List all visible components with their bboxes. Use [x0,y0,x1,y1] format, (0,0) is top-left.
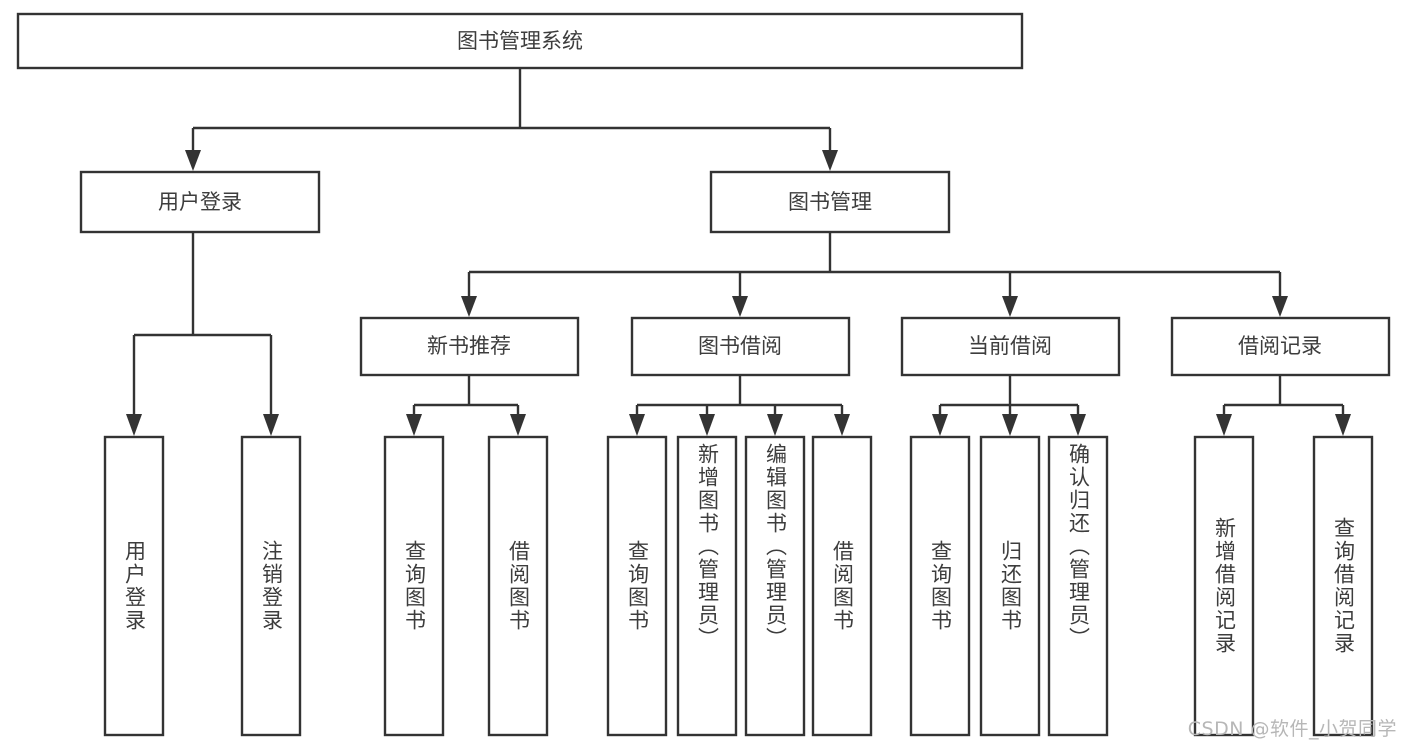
node-leaf-query-book-1-box[interactable] [383,435,445,737]
arrow-head-icon [1335,414,1351,436]
node-book-borrow[interactable]: 图书借阅 [630,316,851,377]
node-leaf-borrow-book-2-box[interactable] [811,435,873,737]
connector-group-root [185,68,838,171]
node-leaf-query-book-2-box[interactable] [606,435,668,737]
arrow-head-icon [699,414,715,436]
arrow-head-icon [834,414,850,436]
arrow-head-icon [932,414,948,436]
arrow-head-icon [510,414,526,436]
connector-group-book-manage [461,232,1288,317]
node-book-manage-label: 图书管理 [788,190,872,214]
arrow-head-icon [1272,296,1288,317]
node-new-book-recommend[interactable]: 新书推荐 [359,316,580,377]
node-root[interactable]: 图书管理系统 [16,12,1024,70]
arrow-head-icon [185,150,201,171]
node-book-manage[interactable]: 图书管理 [709,170,951,234]
arrow-head-icon [126,414,142,436]
node-root-box[interactable] [16,12,1024,70]
node-leaf-confirm-return-admin-box[interactable] [1047,435,1109,737]
node-borrow-record-label: 借阅记录 [1238,334,1322,358]
node-book-borrow-label: 图书借阅 [698,334,782,358]
arrow-head-icon [767,414,783,436]
node-leaf-query-book-3-box[interactable] [909,435,971,737]
node-new-book-recommend-label: 新书推荐 [427,334,511,358]
arrow-head-icon [1216,414,1232,436]
arrow-head-icon [1002,296,1018,317]
node-leaf-return-book-box[interactable] [979,435,1041,737]
watermark: CSDN @软件_小贺同学 [1187,718,1397,740]
arrow-head-icon [822,150,838,171]
connector-group-user-login [126,232,279,436]
node-user-login-label: 用户登录 [158,190,242,214]
node-current-borrow[interactable]: 当前借阅 [900,316,1121,377]
node-leaf-borrow-book-1-box[interactable] [487,435,549,737]
node-leaf-query-borrow-record-box[interactable] [1312,435,1374,737]
arrow-head-icon [1070,414,1086,436]
leaf-boxes [103,435,1374,737]
node-leaf-user-login-box[interactable] [103,435,165,737]
arrow-head-icon [406,414,422,436]
node-current-borrow-label: 当前借阅 [968,334,1052,358]
node-current-borrow-box[interactable] [900,316,1121,377]
node-borrow-record[interactable]: 借阅记录 [1170,316,1391,377]
arrow-head-icon [1002,414,1018,436]
node-leaf-edit-book-admin-box[interactable] [744,435,806,737]
connector-group-new-book-recommend [406,375,526,436]
node-user-login[interactable]: 用户登录 [79,170,321,234]
arrow-head-icon [732,296,748,317]
node-user-login-box[interactable] [79,170,321,234]
node-borrow-record-box[interactable] [1170,316,1391,377]
node-root-label: 图书管理系统 [457,29,583,53]
connector-group-current-borrow [932,375,1086,436]
node-leaf-logout-login-box[interactable] [240,435,302,737]
node-book-manage-box[interactable] [709,170,951,234]
arrow-head-icon [263,414,279,436]
arrow-head-icon [629,414,645,436]
connector-group-borrow-record [1216,375,1351,436]
node-book-borrow-box[interactable] [630,316,851,377]
node-leaf-add-borrow-record-box[interactable] [1193,435,1255,737]
node-new-book-recommend-box[interactable] [359,316,580,377]
node-leaf-add-book-admin-box[interactable] [676,435,738,737]
connector-group-book-borrow [629,375,850,436]
arrow-head-icon [461,296,477,317]
